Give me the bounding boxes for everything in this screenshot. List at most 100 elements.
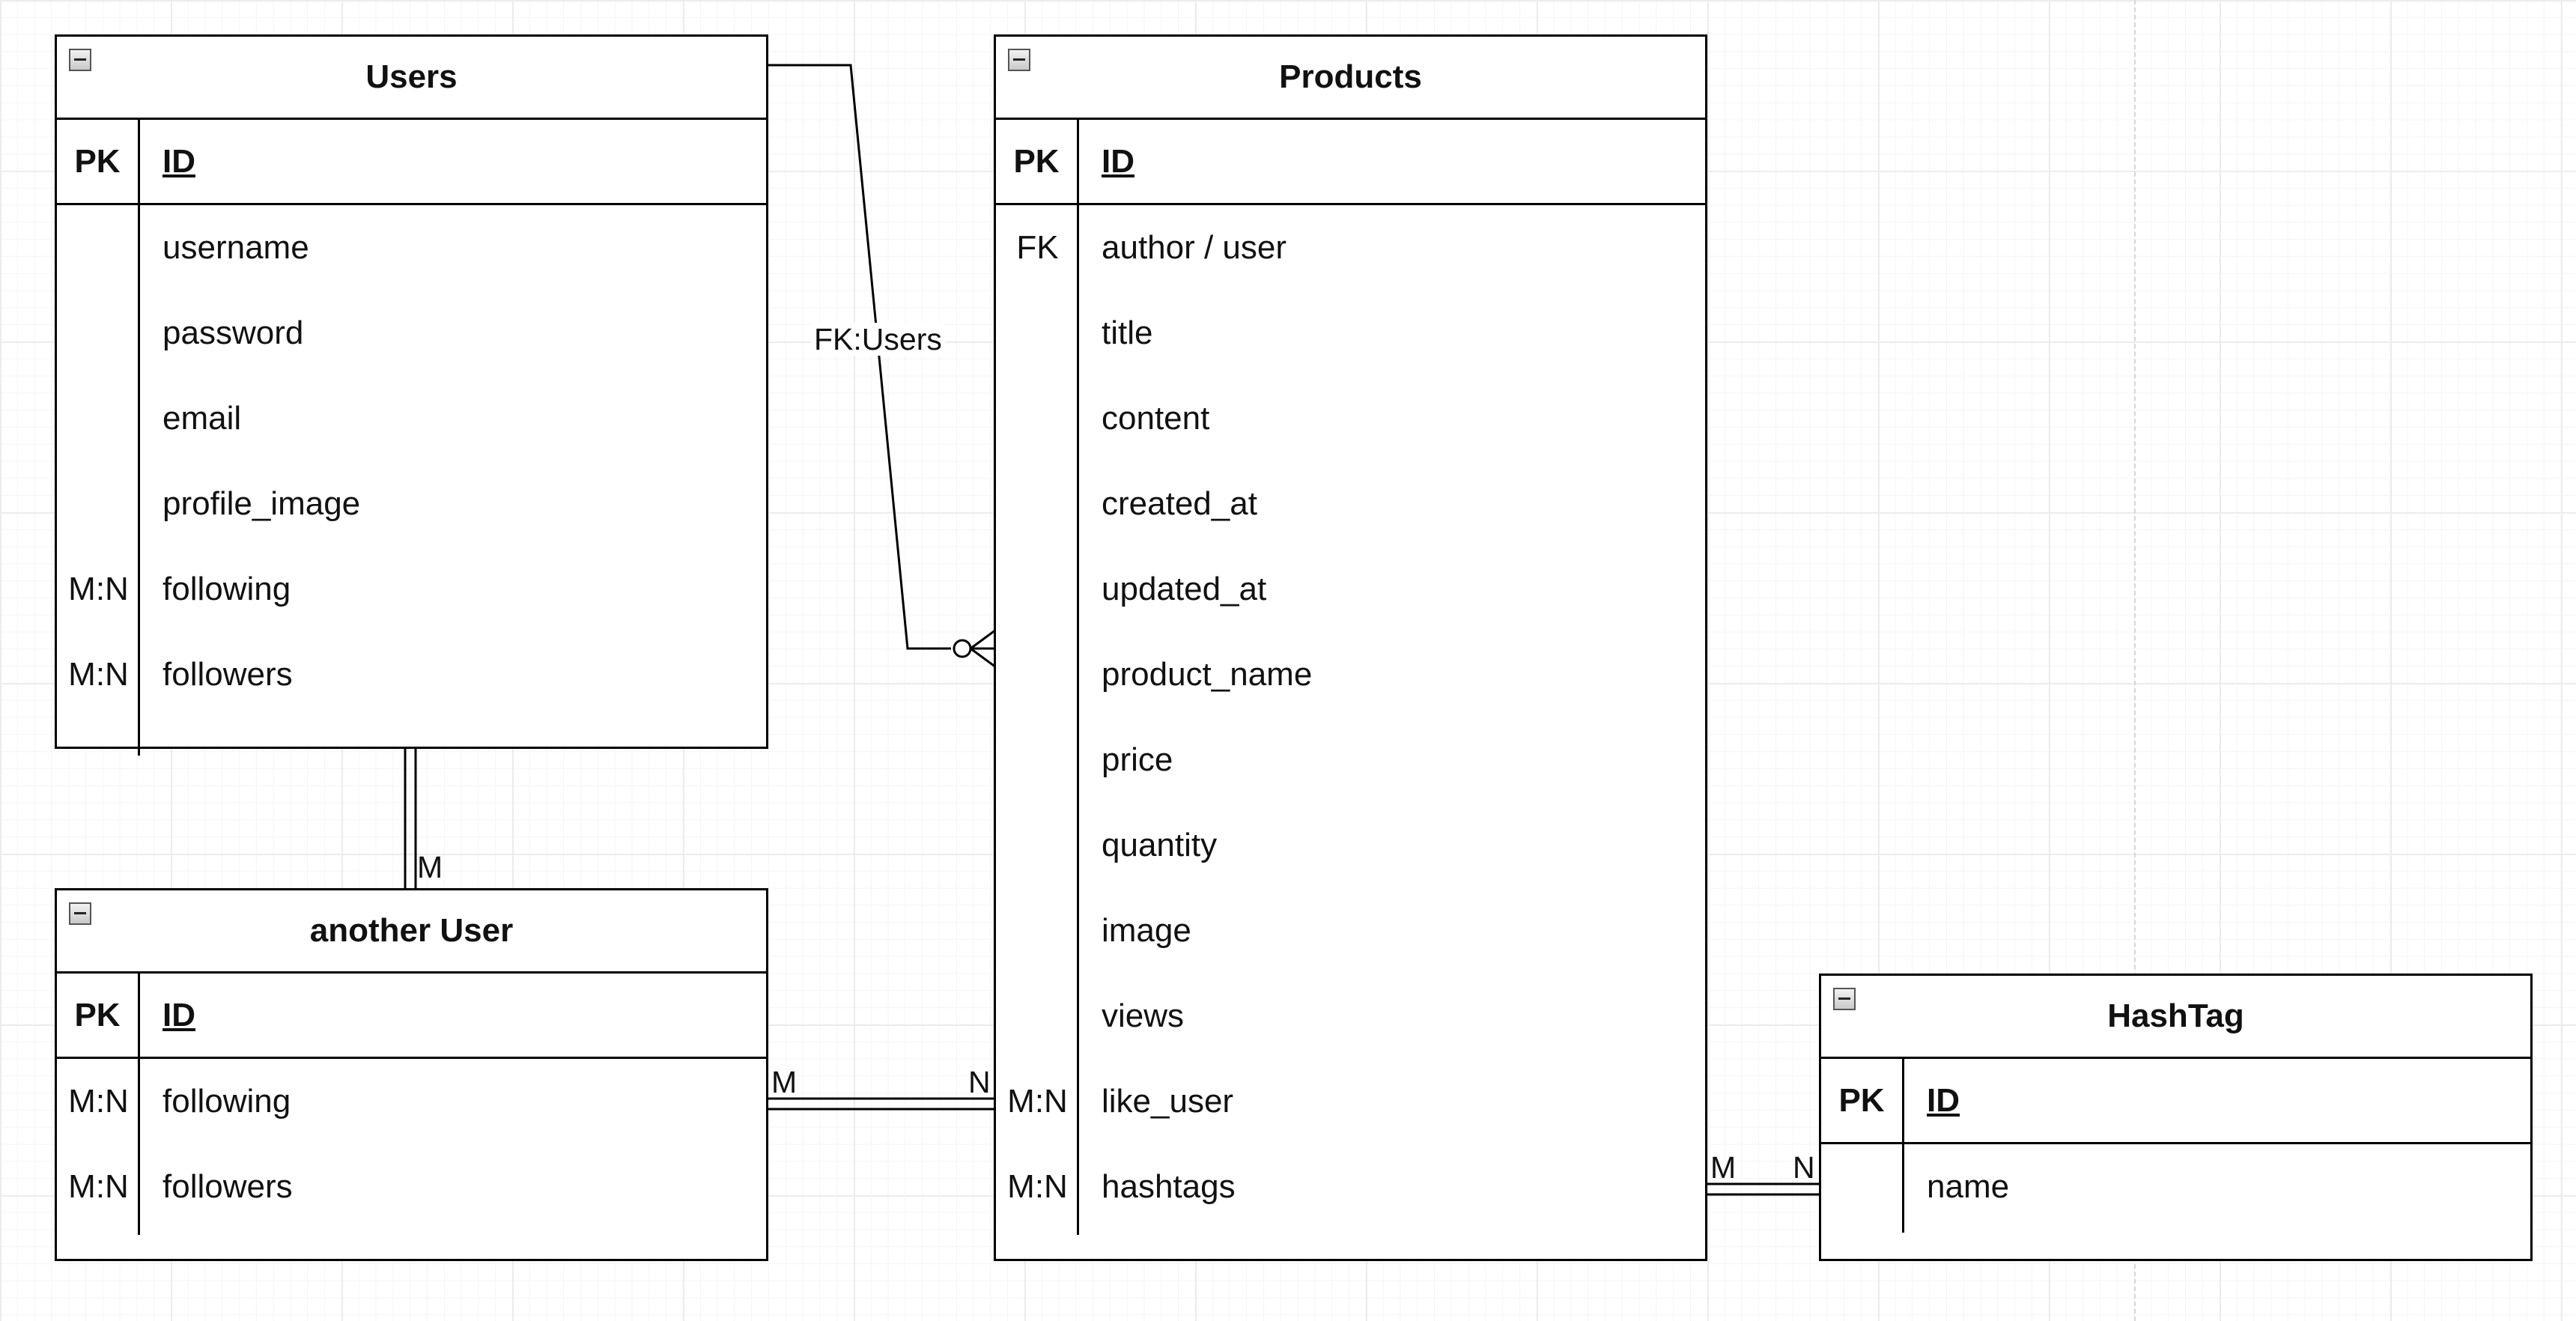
field-name: hashtags	[1102, 1168, 1236, 1205]
crowfoot-zero-symbol	[953, 639, 972, 658]
key-column-divider	[1902, 1144, 1904, 1233]
field-key	[996, 717, 1079, 803]
field-row[interactable]: content	[996, 376, 1705, 461]
collapse-icon[interactable]	[69, 902, 91, 925]
field-row[interactable]: M:N followers	[57, 632, 766, 717]
cardinality-label-products-hashtag-n: N	[1793, 1150, 1815, 1185]
collapse-icon[interactable]	[1008, 49, 1030, 71]
field-key	[996, 376, 1079, 461]
field-name: views	[1102, 997, 1185, 1034]
field-name: quantity	[1102, 827, 1218, 863]
cardinality-label-another-user-products-m: M	[771, 1065, 798, 1099]
field-name: username	[162, 229, 309, 266]
field-name: author / user	[1102, 229, 1287, 266]
table-title: Users	[365, 58, 458, 95]
field-row[interactable]: M:N following	[57, 547, 766, 632]
field-row[interactable]: password	[57, 291, 766, 376]
field-row[interactable]: views	[996, 974, 1705, 1059]
products-table-header[interactable]: Products	[996, 37, 1705, 120]
primary-key-row[interactable]: PK ID	[57, 974, 766, 1059]
users-table-header[interactable]: Users	[57, 37, 766, 120]
field-key: PK	[996, 120, 1079, 203]
field-key: M:N	[68, 1083, 129, 1120]
field-name: password	[162, 315, 304, 351]
field-name: name	[1927, 1168, 2010, 1205]
field-key	[57, 376, 140, 461]
field-row[interactable]: price	[996, 717, 1705, 803]
field-row[interactable]: quantity	[996, 803, 1705, 888]
table-title: Products	[1279, 58, 1422, 95]
page-boundary-divider	[2134, 0, 2136, 1321]
field-name: email	[162, 400, 242, 437]
field-name: created_at	[1102, 485, 1257, 522]
field-key	[996, 461, 1079, 547]
field-name: ID	[1102, 142, 1134, 180]
field-row[interactable]: image	[996, 888, 1705, 974]
primary-key-row[interactable]: PK ID	[57, 120, 766, 205]
field-key: PK	[1821, 1059, 1904, 1142]
key-column-divider	[138, 1059, 140, 1235]
field-key	[57, 291, 140, 376]
primary-key-row[interactable]: PK ID	[1821, 1059, 2530, 1144]
relation-line-users-another-user	[404, 747, 417, 890]
field-name: ID	[162, 996, 195, 1033]
field-row[interactable]: M:N hashtags	[996, 1144, 1705, 1230]
field-key: PK	[57, 974, 140, 1057]
collapse-icon[interactable]	[1833, 988, 1856, 1010]
field-name: following	[162, 571, 291, 607]
cardinality-label-products-hashtag-m: M	[1710, 1150, 1737, 1185]
field-name: profile_image	[162, 485, 361, 522]
relation-line-another-user-products	[768, 1097, 996, 1111]
field-key	[996, 974, 1079, 1059]
hashtag-table-header[interactable]: HashTag	[1821, 976, 2530, 1059]
field-row[interactable]: updated_at	[996, 547, 1705, 632]
field-name: ID	[1927, 1081, 1960, 1119]
field-row[interactable]: product_name	[996, 632, 1705, 717]
field-row[interactable]: title	[996, 291, 1705, 376]
field-key	[996, 547, 1079, 632]
field-row[interactable]: username	[57, 205, 766, 291]
products-table[interactable]: Products PK ID FK author / user title co…	[994, 34, 1707, 1261]
key-column-divider	[138, 205, 140, 756]
field-name: title	[1102, 315, 1153, 351]
primary-key-row[interactable]: PK ID	[996, 120, 1705, 205]
relation-line-products-hashtag	[1706, 1182, 1821, 1196]
field-row[interactable]: created_at	[996, 461, 1705, 547]
field-name: followers	[162, 656, 293, 693]
field-key	[57, 461, 140, 547]
collapse-icon[interactable]	[69, 49, 91, 71]
field-name: following	[162, 1083, 291, 1120]
field-key	[1821, 1144, 1904, 1230]
users-table[interactable]: Users PK ID username password email prof…	[55, 34, 768, 756]
crowfoot-many-symbol	[970, 628, 997, 669]
field-key: M:N	[68, 571, 129, 607]
field-row[interactable]: M:N following	[57, 1059, 766, 1144]
another-user-table-header[interactable]: another User	[57, 890, 766, 974]
hashtag-table[interactable]: HashTag PK ID name	[1819, 974, 2533, 1261]
field-name: content	[1102, 400, 1210, 437]
field-key: M:N	[68, 1168, 129, 1205]
field-row[interactable]: profile_image	[57, 461, 766, 547]
another-user-table[interactable]: another User PK ID M:N following M:N fol…	[55, 888, 768, 1261]
field-row[interactable]: M:N like_user	[996, 1059, 1705, 1144]
field-row[interactable]: M:N followers	[57, 1144, 766, 1230]
field-key	[996, 888, 1079, 974]
field-row[interactable]: name	[1821, 1144, 2530, 1230]
field-name: product_name	[1102, 656, 1313, 693]
cardinality-label-another-user-m: M	[417, 850, 443, 884]
relation-line-users-products	[768, 64, 951, 650]
field-row[interactable]: FK author / user	[996, 205, 1705, 291]
field-key: FK	[1016, 229, 1059, 266]
field-name: like_user	[1102, 1083, 1234, 1120]
relation-label-fk-users[interactable]: FK:Users	[811, 323, 945, 356]
field-key	[996, 291, 1079, 376]
field-key: PK	[57, 120, 140, 203]
field-name: followers	[162, 1168, 293, 1205]
field-name: updated_at	[1102, 571, 1267, 607]
field-row[interactable]: email	[57, 376, 766, 461]
field-key: M:N	[68, 656, 129, 693]
field-key: M:N	[1007, 1083, 1068, 1120]
field-name: ID	[162, 142, 195, 180]
